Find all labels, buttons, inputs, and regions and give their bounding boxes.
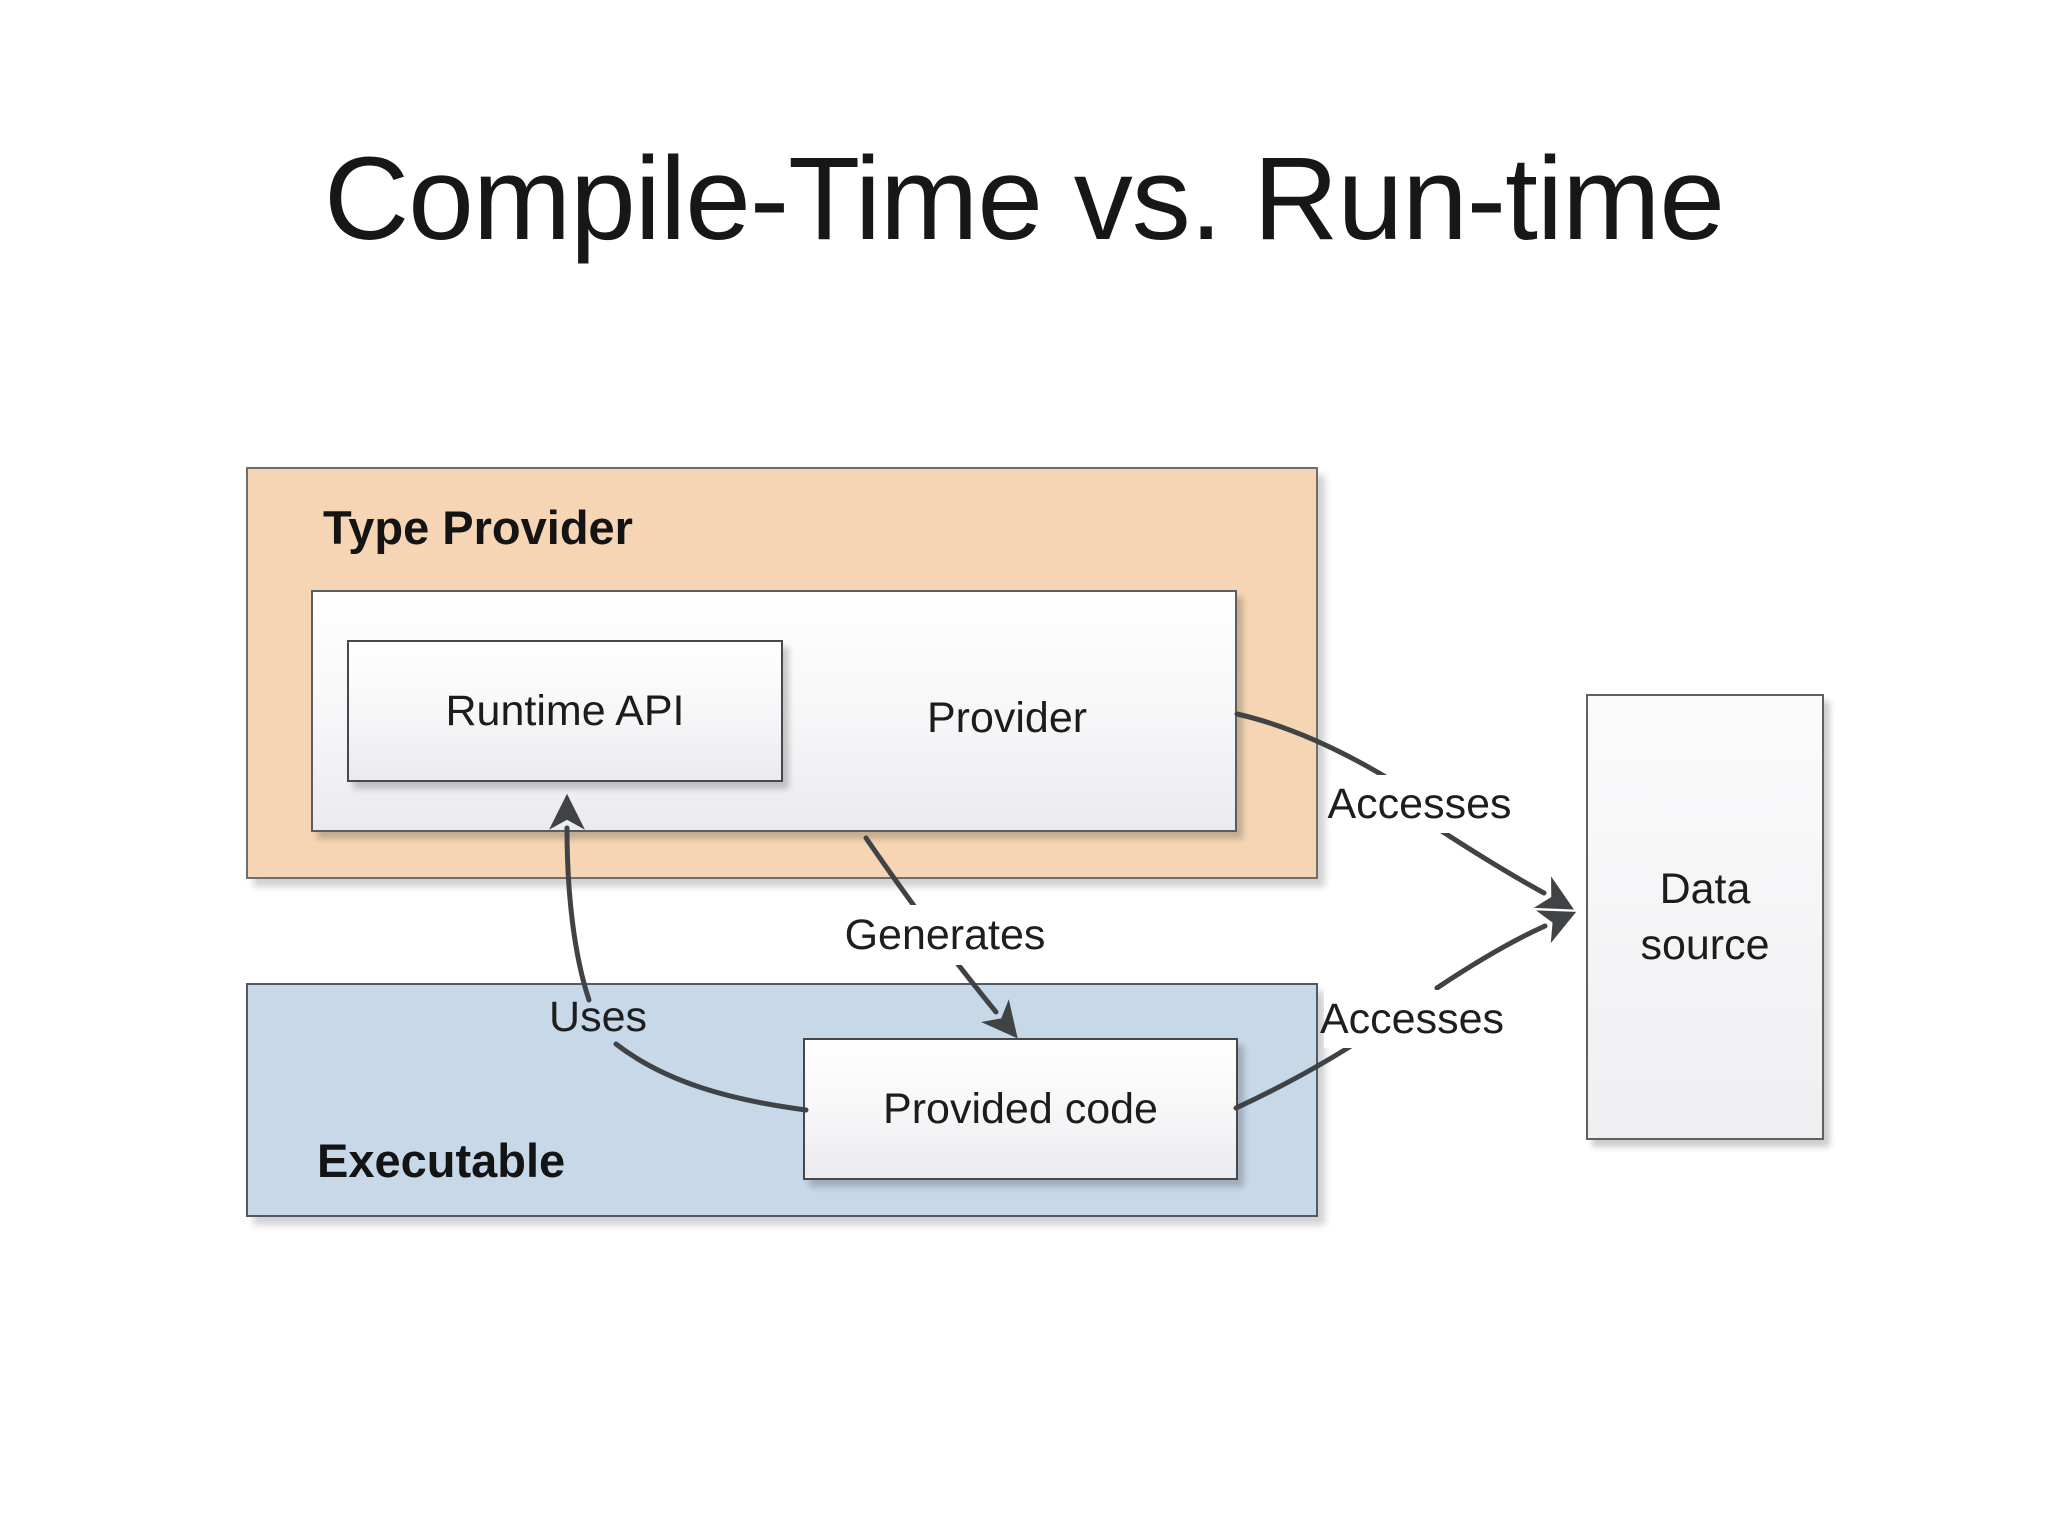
type-provider-label: Type Provider [323,501,633,554]
generates-label: Generates [845,905,1045,965]
data-source-box: Data source [1586,694,1824,1140]
provided-code-box: Provided code [803,1038,1238,1180]
provided-code-label: Provided code [883,1084,1158,1133]
uses-label: Uses [549,992,647,1041]
accesses-bottom-label: Accesses [1320,990,1504,1048]
accesses-top-label: Accesses [1328,775,1512,833]
executable-label: Executable [317,1134,566,1187]
accesses-bottom-arrow-segment-2 [1434,910,1577,991]
slide-title: Compile-Time vs. Run-time [324,133,1725,265]
data-source-label-line2: source [1640,921,1770,969]
accesses-top-arrow-segment-2 [1437,827,1574,910]
data-source-label-line1: Data [1659,865,1751,913]
runtime-api-box: Runtime API [347,640,783,782]
provider-label: Provider [926,693,1088,742]
runtime-api-label: Runtime API [445,686,685,735]
